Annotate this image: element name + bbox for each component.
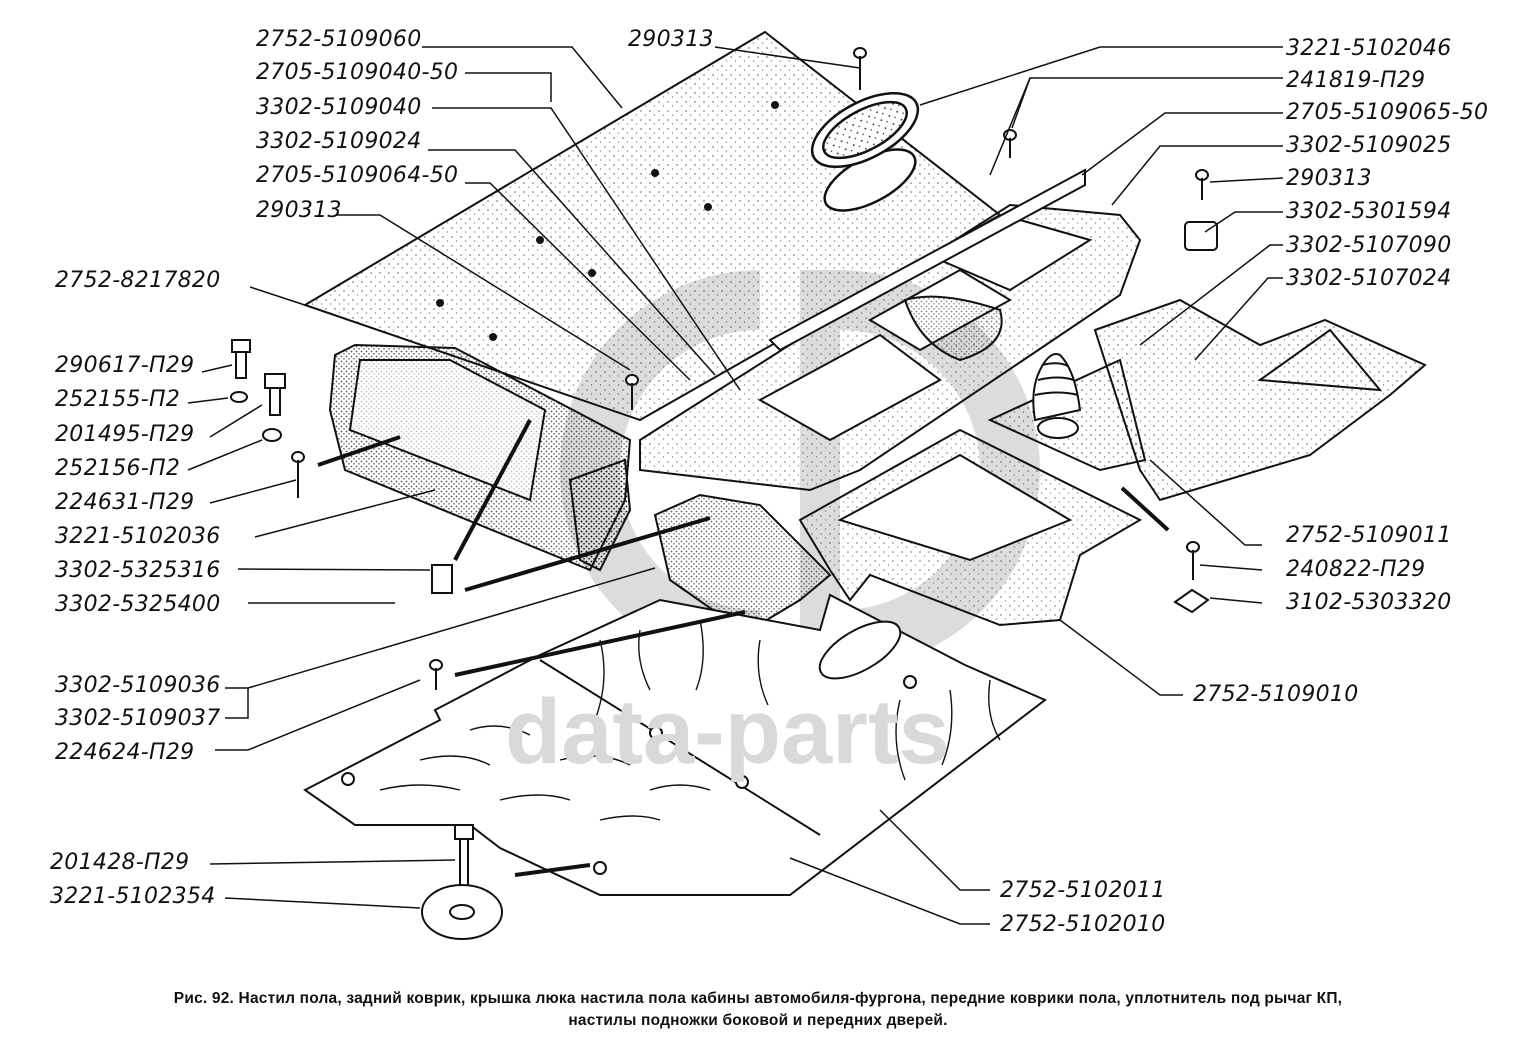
part-label-201495-P29: 201495-П29 [55,422,195,447]
fasteners [230,47,1218,940]
part-label-290313-right: 290313 [1286,166,1372,191]
floor-frame [639,168,1142,492]
part-label-2752-5109060: 2752-5109060 [256,27,422,52]
plate-icon [1173,588,1210,614]
part-label-2752-5109011: 2752-5109011 [1286,523,1452,548]
clip-icon [1184,221,1218,251]
part-label-2752-5102010: 2752-5102010 [1000,912,1166,937]
part-label-3302-5109036: 3302-5109036 [55,673,221,698]
bolt-icon [264,373,286,416]
part-label-2705-5109040-50: 2705-5109040-50 [256,60,459,85]
figure-caption-line-1: Рис. 92. Настил пола, задний коврик, кры… [173,990,1343,1007]
gear-lever-boot [987,353,1147,472]
washer-icon [421,884,503,940]
part-label-2752-8217820: 2752-8217820 [55,268,221,293]
screw-icon [625,374,639,410]
part-label-3302-5301594: 3302-5301594 [1286,199,1452,224]
part-label-252156-P2: 252156-П2 [55,456,181,481]
clip-icon [431,564,453,594]
part-label-3302-5325316: 3302-5325316 [55,558,221,583]
part-label-3302-5109040: 3302-5109040 [256,95,422,120]
part-label-290617-P29: 290617-П29 [55,353,195,378]
leader-lines [187,46,1284,925]
bolt-icon [231,339,251,379]
part-label-3302-5109025: 3302-5109025 [1286,133,1452,158]
part-label-2752-5102011: 2752-5102011 [1000,878,1166,903]
part-label-3302-5325400: 3302-5325400 [55,592,221,617]
part-label-224631-P29: 224631-П29 [55,490,195,515]
figure-caption-line-2: настилы подножки боковой и передних двер… [568,1012,948,1029]
part-label-3221-5102036: 3221-5102036 [55,524,221,549]
step-tray [798,428,1143,627]
part-label-3302-5109024: 3302-5109024 [256,129,422,154]
part-label-3221-5102354: 3221-5102354 [50,884,216,909]
part-label-290313-left: 290313 [256,198,342,223]
screw-icon [429,659,443,690]
side-step-cover [653,493,832,632]
storage-box [328,343,632,572]
part-label-240822-P29: 240822-П29 [1286,557,1426,582]
part-label-3302-5107024: 3302-5107024 [1286,266,1452,291]
screw-icon [1186,541,1200,580]
part-label-2705-5109064-50: 2705-5109064-50 [256,163,459,188]
washer-icon [230,391,282,442]
watermark-text: data-parts [505,681,950,783]
part-label-3102-5303320: 3102-5303320 [1286,590,1452,615]
part-label-3302-5107090: 3302-5107090 [1286,233,1452,258]
screw-icon [1003,129,1017,158]
part-label-290313-top: 290313 [628,27,714,52]
screw-icon [291,451,305,498]
pointer-strokes [317,419,1170,877]
part-label-2752-5109010: 2752-5109010 [1193,682,1359,707]
part-label-3302-5109037: 3302-5109037 [55,706,221,731]
part-label-3221-5102046: 3221-5102046 [1286,36,1452,61]
screw-icon [1195,169,1209,200]
right-front-mat [1093,298,1427,502]
part-label-252155-P2: 252155-П2 [55,387,181,412]
part-label-201428-P29: 201428-П29 [50,850,190,875]
screw-icon [853,47,867,90]
part-label-224624-P29: 224624-П29 [55,740,195,765]
part-label-2705-5109065-50: 2705-5109065-50 [1286,100,1489,125]
hatch-cover [810,91,920,212]
part-label-241819-P29: 241819-П29 [1286,68,1426,93]
front-floor-board [303,593,1047,896]
